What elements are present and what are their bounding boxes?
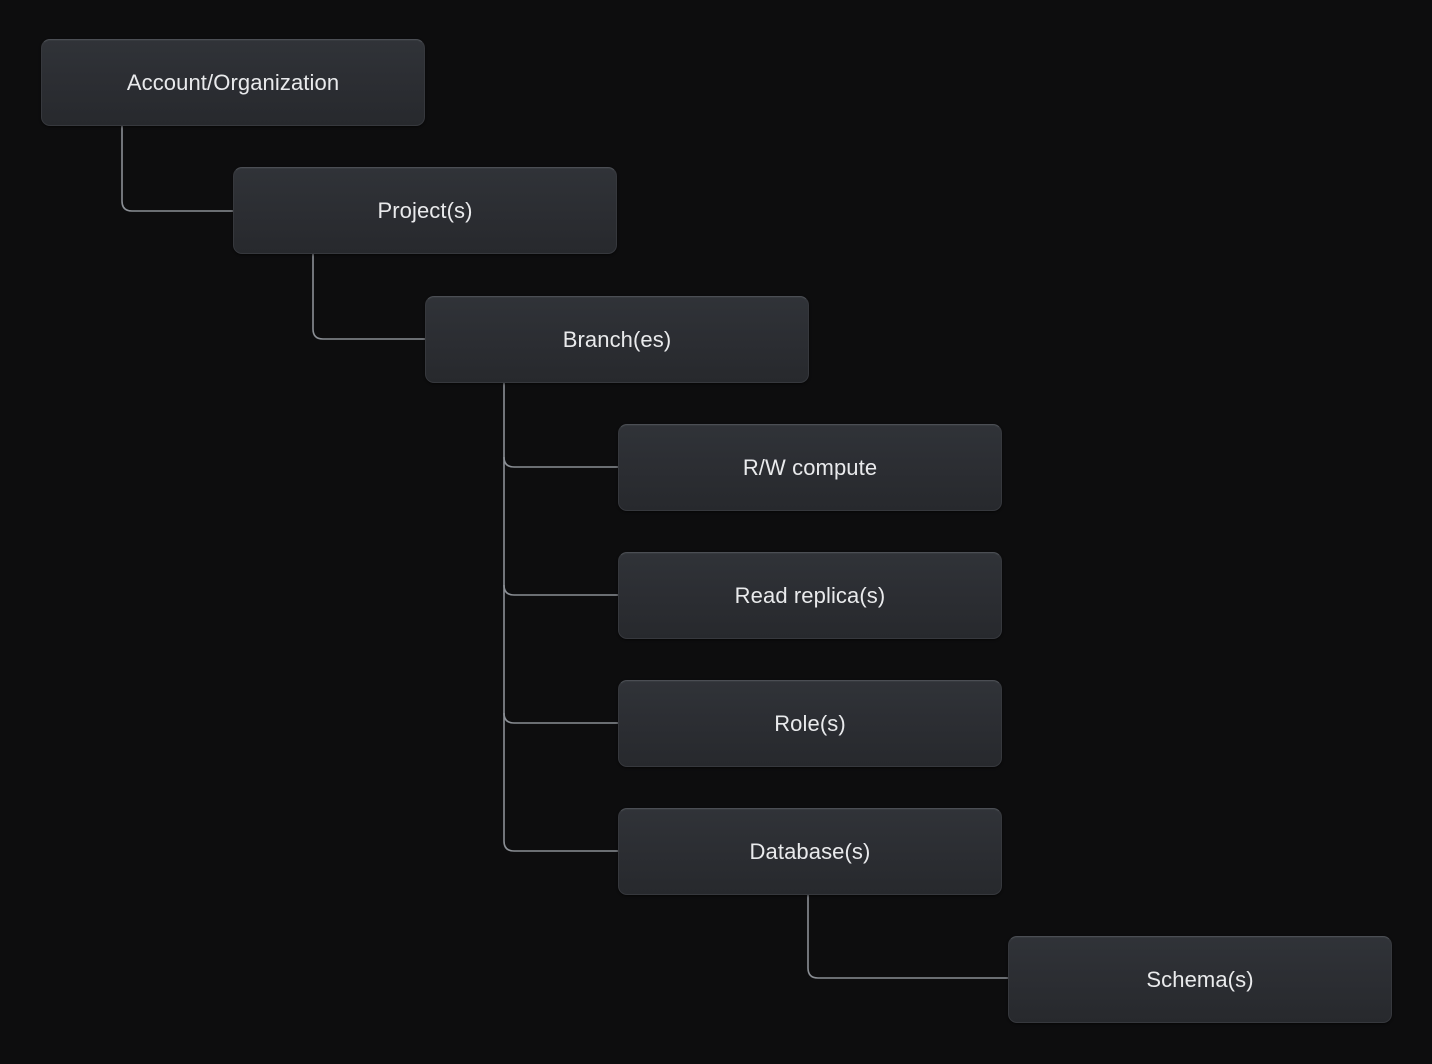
node-account[interactable]: Account/Organization [41, 39, 425, 126]
node-project[interactable]: Project(s) [233, 167, 617, 254]
node-role[interactable]: Role(s) [618, 680, 1002, 767]
edge-branch-role [503, 712, 618, 724]
node-rw-compute[interactable]: R/W compute [618, 424, 1002, 511]
edge-branch-rw [503, 456, 618, 468]
node-label-account: Account/Organization [126, 69, 340, 95]
node-label-branch: Branch(es) [562, 326, 672, 352]
node-label-rw-compute: R/W compute [742, 454, 878, 480]
edge-project-branch [312, 254, 425, 340]
node-branch[interactable]: Branch(es) [425, 296, 809, 383]
node-database[interactable]: Database(s) [618, 808, 1002, 895]
node-label-role: Role(s) [774, 710, 846, 736]
node-label-read-replica: Read replica(s) [734, 582, 886, 608]
edge-account-project [121, 126, 233, 212]
edge-branch-replica [503, 584, 618, 596]
edge-branch-spine [503, 383, 618, 852]
edge-database-schema [807, 895, 1008, 979]
node-label-schema: Schema(s) [1146, 966, 1254, 992]
node-read-replica[interactable]: Read replica(s) [618, 552, 1002, 639]
node-label-project: Project(s) [377, 197, 473, 223]
node-label-database: Database(s) [749, 838, 871, 864]
node-schema[interactable]: Schema(s) [1008, 936, 1392, 1023]
